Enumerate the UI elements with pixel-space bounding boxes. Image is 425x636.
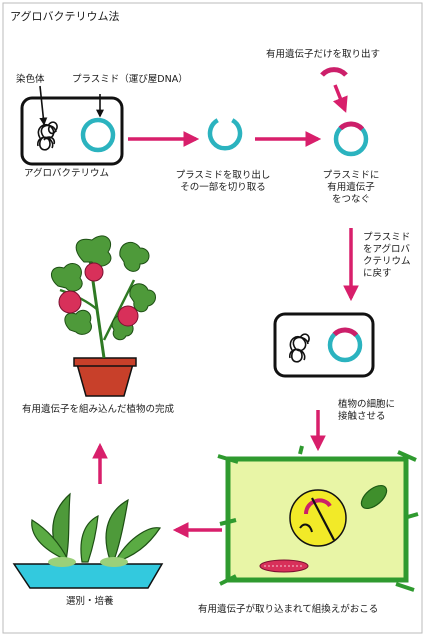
nucleus — [289, 489, 347, 547]
label-extract-cut-1: プラスミドを取り出し — [175, 170, 271, 181]
plasmid-icon — [80, 117, 116, 153]
label-return-2: をアグロバ — [363, 244, 411, 255]
label-plasmid: プラスミド（運び屋DNA） — [72, 74, 188, 85]
label-gene-only: 有用遺伝子だけを取り出す — [266, 49, 381, 60]
label-infect-2: 接触させる — [338, 411, 386, 422]
chromosome-icon — [289, 333, 310, 363]
agrobacterium-box — [20, 85, 124, 166]
label-return-1: プラスミド — [363, 232, 411, 243]
recombinant-plasmid-icon — [333, 121, 369, 157]
label-return-4: に戻す — [363, 268, 392, 279]
diagram-title: アグロバクテリウム法 — [10, 10, 120, 23]
label-select: 選別・培養 — [66, 596, 114, 607]
label-complete: 有用遺伝子を組み込んだ植物の完成 — [22, 404, 175, 415]
tomato-plant-icon — [50, 235, 156, 397]
arrow-insert-gene — [333, 84, 348, 113]
inserted-gene — [304, 498, 332, 515]
label-return-3: クテリウム — [363, 256, 411, 267]
label-connect-2: 有用遺伝子 — [327, 182, 375, 193]
seedlings-icon — [12, 492, 164, 589]
agrobacterium-recombinant-box — [273, 312, 375, 378]
label-chromosome: 染色体 — [16, 74, 45, 85]
chromosome-pointer — [39, 85, 48, 126]
label-extract-cut-2: その一部を切り取る — [180, 182, 266, 193]
label-connect-3: をつなぐ — [331, 194, 370, 205]
label-agrobacterium: アグロバクテリウム — [24, 168, 110, 179]
label-recombine: 有用遺伝子が取り込まれて組換えがおこる — [198, 604, 379, 615]
chloroplast — [360, 484, 388, 510]
label-connect-1: プラスミドに — [322, 170, 380, 181]
gene-fragment-icon — [320, 67, 348, 77]
plant-cell-icon — [217, 445, 419, 592]
label-infect-1: 植物の細胞に — [338, 399, 396, 410]
cut-plasmid-icon — [207, 118, 243, 151]
